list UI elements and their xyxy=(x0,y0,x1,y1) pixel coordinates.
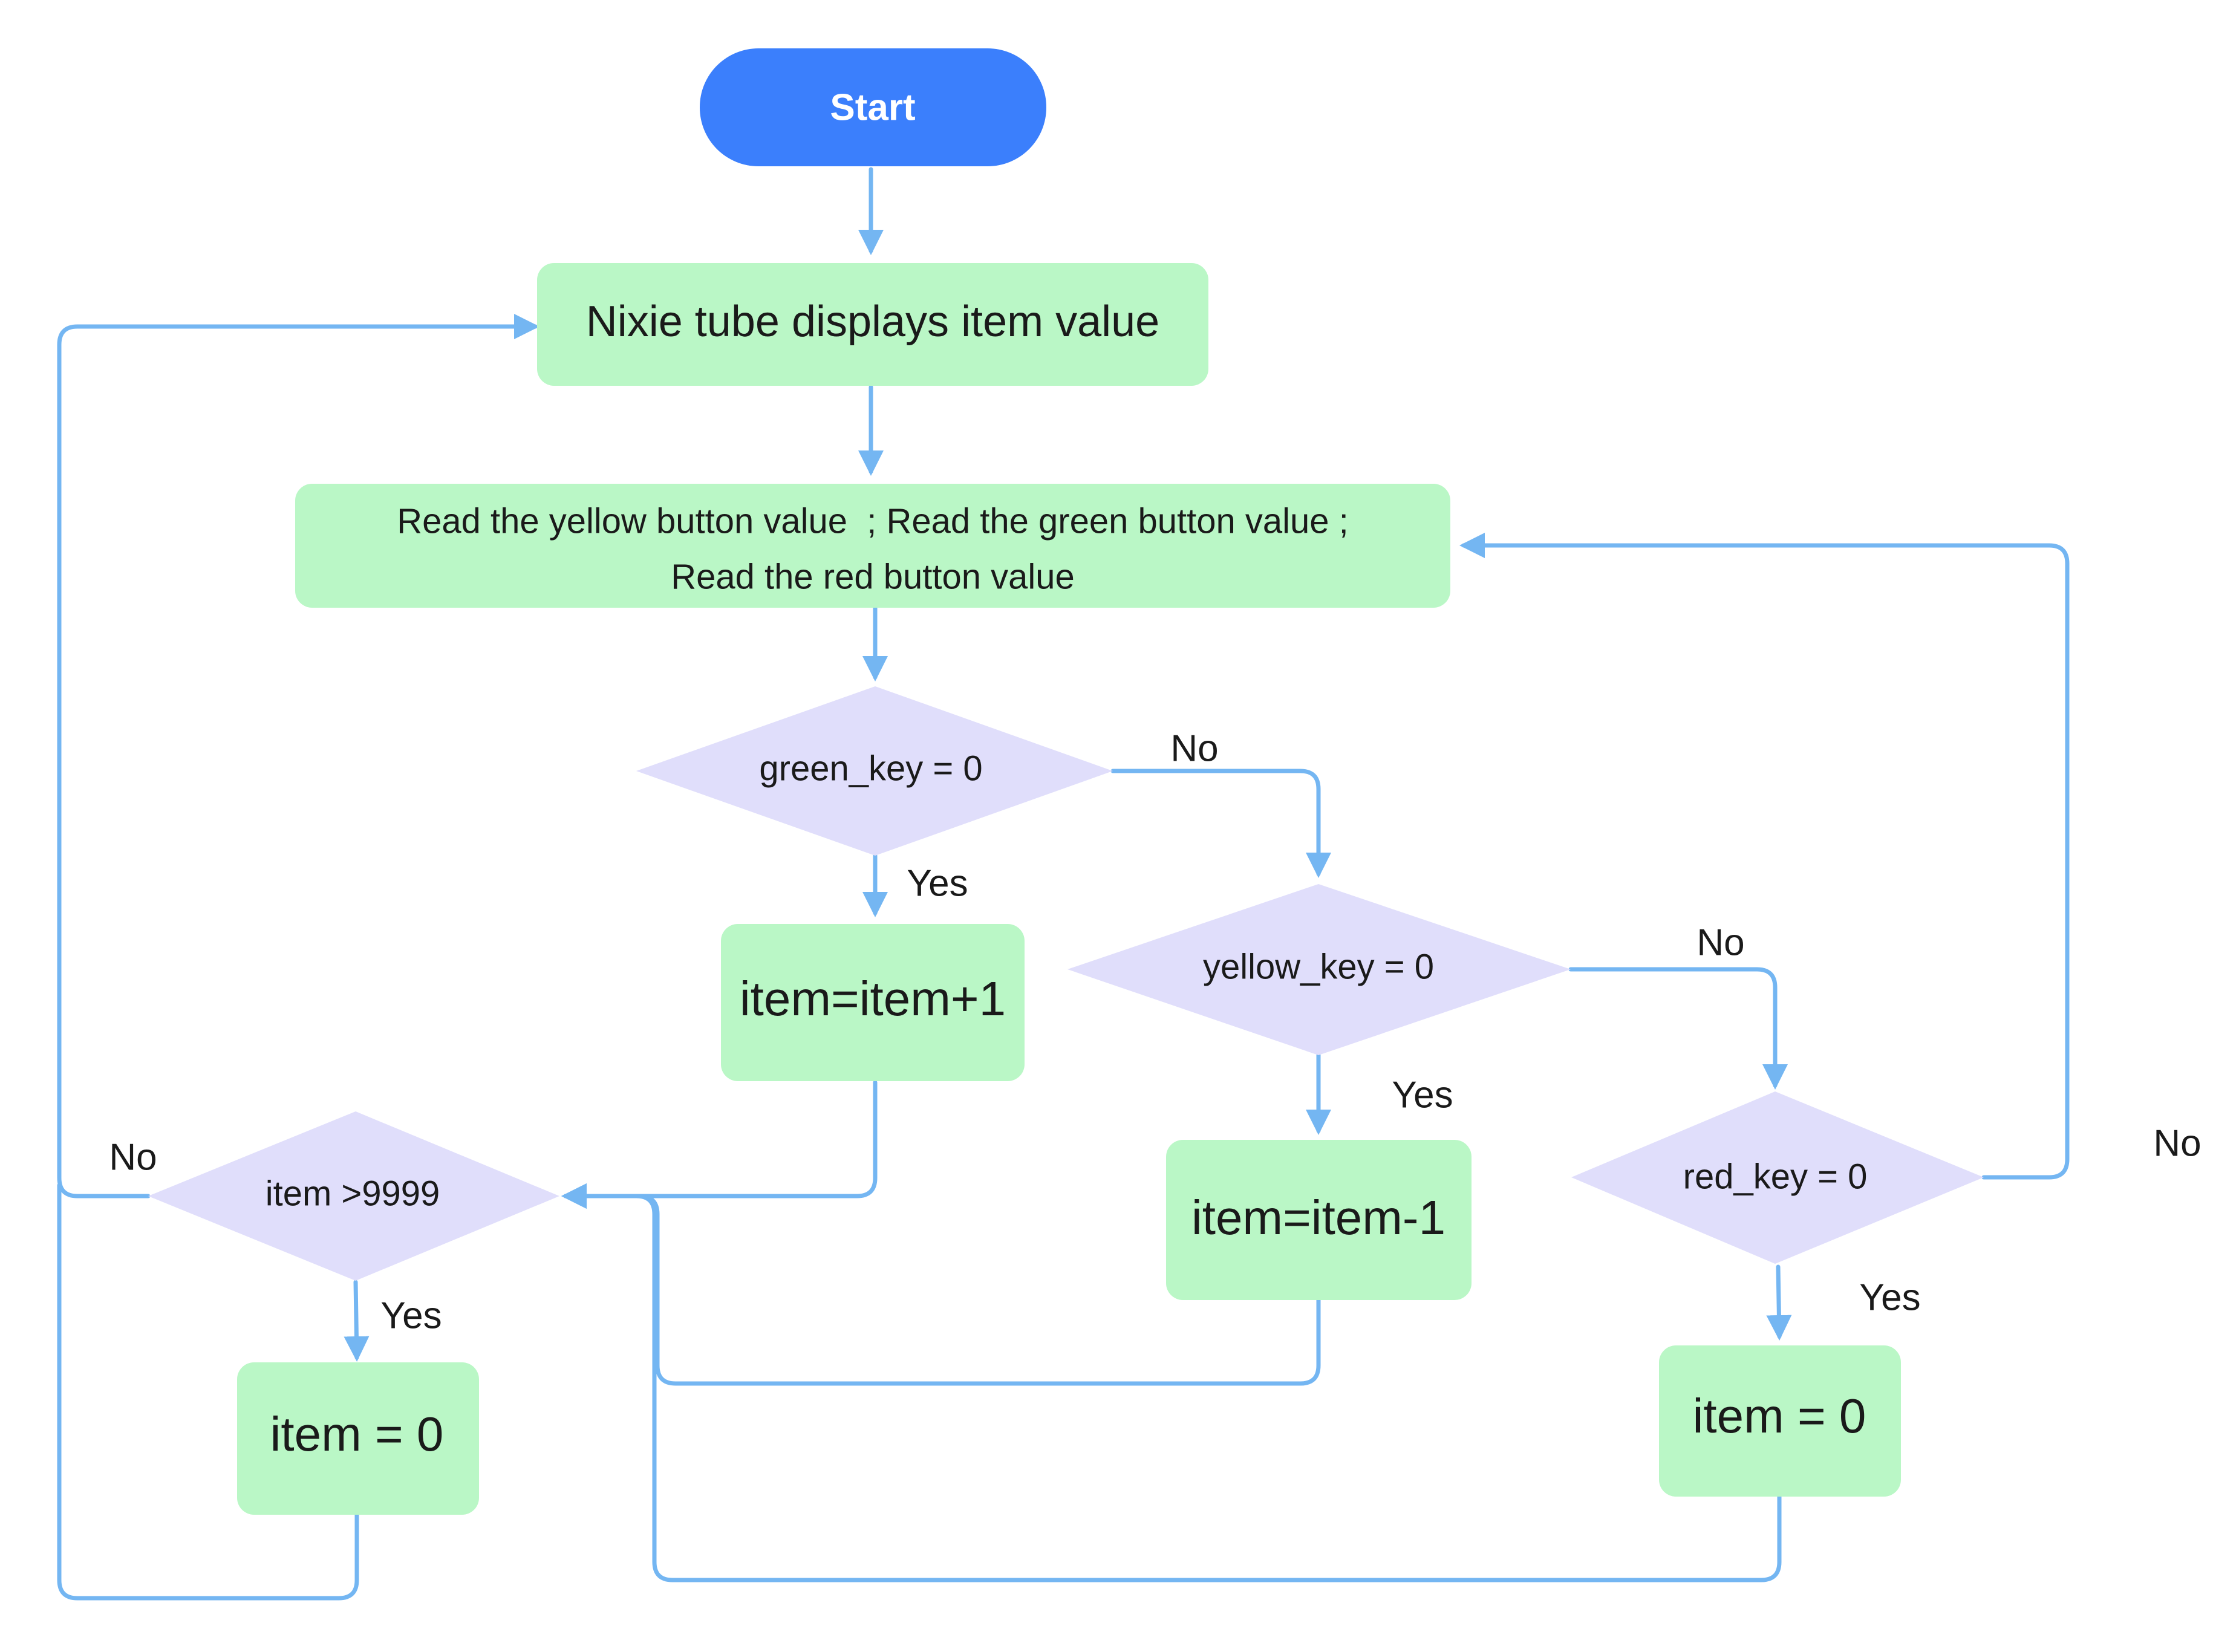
edge-limit-no-loop-to-display xyxy=(57,314,539,1198)
edge-item-plus-to-limit-decision xyxy=(561,1080,878,1209)
edge-red-yes-to-item-reset-right xyxy=(1766,1264,1792,1341)
yellow-decision-label: yellow_key = 0 xyxy=(1203,947,1434,986)
edge-yellow-no-to-red-decision xyxy=(1568,967,1788,1090)
display-process-box xyxy=(537,263,1208,386)
node-start: Start xyxy=(700,48,1046,166)
red-no-label: No xyxy=(2153,1122,2201,1164)
node-limit-decision: item >9999 xyxy=(148,1111,559,1281)
item-reset-left-process-box xyxy=(237,1362,479,1515)
red-decision-label: red_key = 0 xyxy=(1683,1157,1868,1196)
node-item-reset-left: item = 0 xyxy=(237,1362,479,1515)
yellow-no-label: No xyxy=(1696,922,1744,963)
read-process-box xyxy=(295,484,1450,608)
edge-item-reset-right-to-limit-decision xyxy=(561,1183,1782,1582)
edge-limit-yes-to-item-reset-left xyxy=(344,1280,370,1362)
item-plus-process-box xyxy=(721,924,1025,1081)
node-read-buttons: Read the yellow button value ; Read the … xyxy=(295,484,1450,608)
green-yes-label: Yes xyxy=(907,862,968,904)
item-reset-right-process-box xyxy=(1659,1345,1901,1497)
start-terminal xyxy=(700,48,1046,166)
item-reset-left-label: item = 0 xyxy=(270,1407,444,1461)
item-minus-process-box xyxy=(1166,1140,1472,1300)
red-yes-label: Yes xyxy=(1859,1276,1920,1318)
green-decision-diamond xyxy=(636,686,1113,856)
limit-yes-label: Yes xyxy=(380,1295,442,1336)
edge-labels: No Yes No Yes No Yes No Yes xyxy=(109,727,2201,1336)
node-yellow-decision: yellow_key = 0 xyxy=(1067,884,1571,1055)
node-item-plus: item=item+1 xyxy=(721,924,1025,1081)
yellow-yes-label: Yes xyxy=(1392,1074,1453,1116)
read-label-line-1: Read the yellow button value ; Read the … xyxy=(397,501,1349,541)
node-red-decision: red_key = 0 xyxy=(1571,1091,1984,1264)
edges xyxy=(57,167,2070,1601)
red-decision-diamond xyxy=(1571,1091,1984,1264)
node-green-decision: green_key = 0 xyxy=(636,686,1113,856)
item-reset-right-label: item = 0 xyxy=(1693,1389,1866,1443)
edge-red-no-loop-to-read xyxy=(1459,533,2070,1180)
yellow-decision-diamond xyxy=(1067,884,1571,1055)
green-no-label: No xyxy=(1170,727,1218,769)
limit-decision-label: item >9999 xyxy=(266,1174,440,1213)
node-item-reset-right: item = 0 xyxy=(1659,1345,1901,1497)
item-minus-label: item=item-1 xyxy=(1191,1191,1445,1244)
start-label: Start xyxy=(830,86,915,128)
display-label: Nixie tube displays item value xyxy=(586,298,1159,346)
read-label-line-2: Read the red button value xyxy=(671,557,1074,596)
edge-item-reset-left-loop-to-display xyxy=(57,1183,359,1601)
edge-green-no-to-yellow-decision xyxy=(1110,769,1331,878)
node-display: Nixie tube displays item value xyxy=(537,263,1208,386)
item-plus-label: item=item+1 xyxy=(740,972,1006,1026)
green-decision-label: green_key = 0 xyxy=(759,749,982,788)
node-item-minus: item=item-1 xyxy=(1166,1140,1472,1300)
limit-decision-diamond xyxy=(148,1111,559,1281)
limit-no-label: No xyxy=(109,1136,157,1178)
